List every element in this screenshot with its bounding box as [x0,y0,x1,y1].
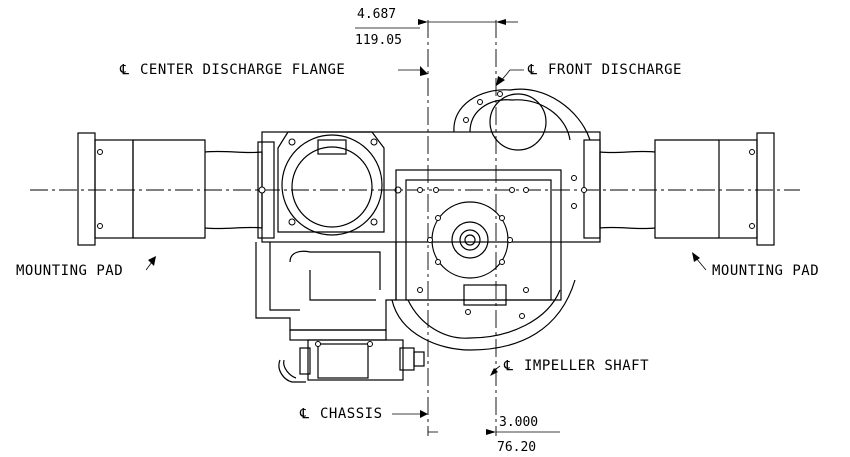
left-mounting-pad [77,132,263,246]
motor-assembly [278,339,425,383]
right-mounting-pad [599,132,775,246]
chassis-callout: ℄ CHASSIS [299,406,383,422]
cl-symbol: ℄ [299,406,310,422]
front-discharge-label: FRONT DISCHARGE [548,62,682,78]
chassis-label: CHASSIS [320,406,383,422]
right-pad-leader [695,257,707,271]
center-discharge-callout: ℄ CENTER DISCHARGE FLANGE [119,62,345,78]
cl-symbol: ℄ [527,62,538,78]
bottom-dim-mm: 76.20 [497,440,536,455]
impeller-shaft-callout: ℄ IMPELLER SHAFT [503,358,649,374]
top-dim-inch: 4.687 [357,7,396,22]
cl-symbol: ℄ [503,358,514,374]
top-dim-mm: 119.05 [355,33,402,48]
front-discharge-leader [499,69,524,83]
mounting-pad-left-label: MOUNTING PAD [16,263,123,279]
bottom-dim-inch: 3.000 [499,415,538,430]
front-discharge-callout: ℄ FRONT DISCHARGE [527,62,682,78]
pump-body [255,88,601,351]
top-dimension: 4.687 119.05 [355,7,518,48]
mounting-pad-right-label: MOUNTING PAD [712,263,819,279]
impeller-shaft-label: IMPELLER SHAFT [524,358,649,374]
center-discharge-label: CENTER DISCHARGE FLANGE [140,62,345,78]
bottom-dimension: 3.000 76.20 [428,415,560,455]
cl-symbol: ℄ [119,62,130,78]
left-pad-leader [145,261,153,271]
